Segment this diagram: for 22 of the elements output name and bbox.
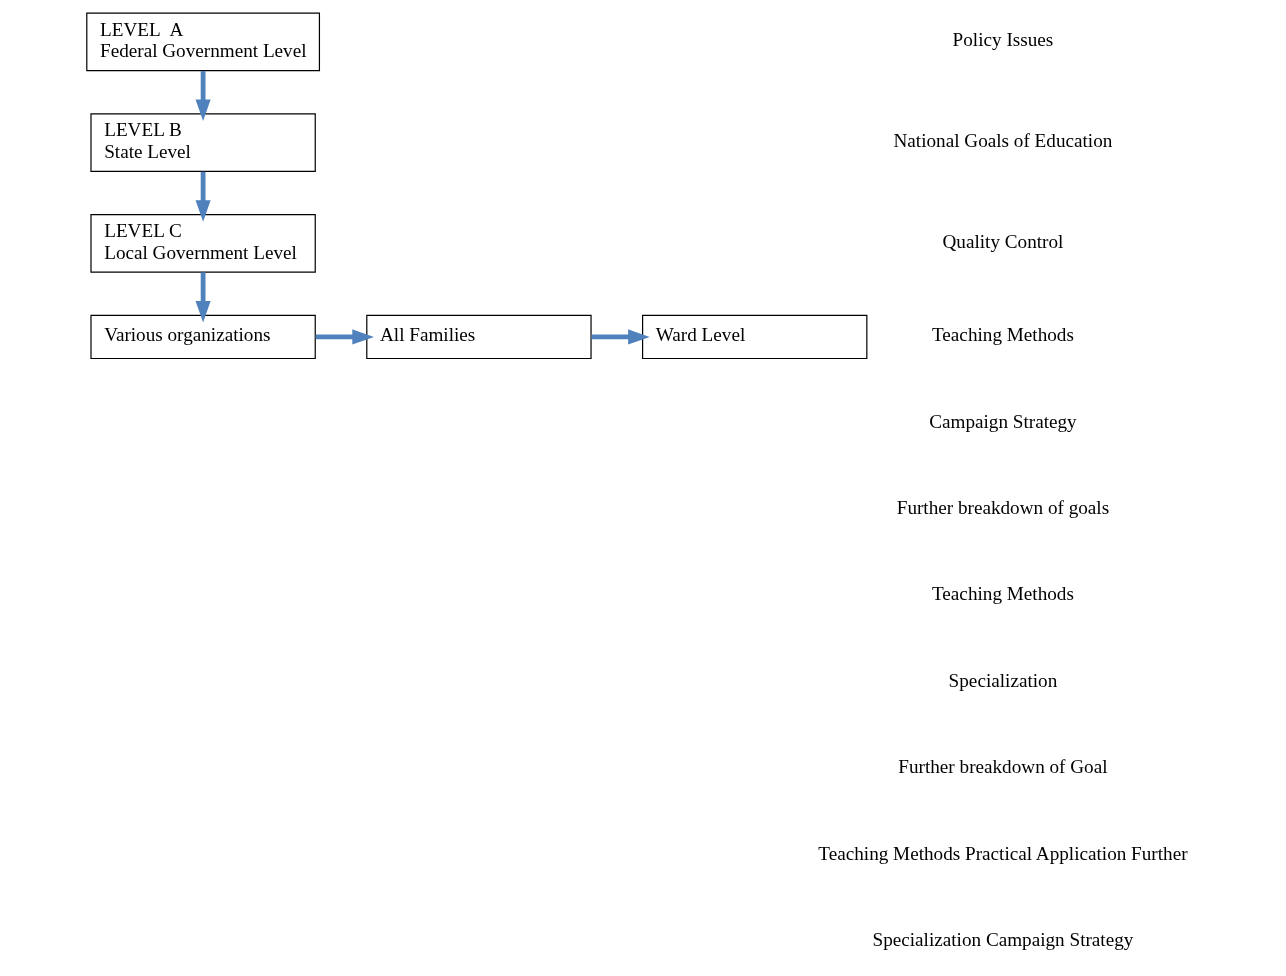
node-box: LEVEL A Federal Government Level — [85, 12, 320, 72]
node-box: LEVEL B State Level — [89, 113, 316, 173]
label: Further breakdown of Goal — [897, 756, 1108, 778]
arrow — [195, 171, 211, 222]
label: Quality Control — [942, 230, 1063, 252]
label: Specialization Campaign Strategy — [872, 928, 1133, 950]
arrow — [591, 329, 650, 345]
node-box: LEVEL C Local Government Level — [89, 214, 316, 273]
arrow — [195, 71, 211, 122]
label: Policy Issues — [952, 29, 1053, 51]
label: Teaching Methods Practical Application Further — [817, 842, 1188, 864]
node-box: All Families — [365, 314, 592, 360]
node-box: Various organizations — [89, 314, 316, 360]
label: Specialization — [948, 669, 1057, 691]
label: Further breakdown of goals — [896, 497, 1109, 519]
label: National Goals of Education — [893, 130, 1112, 152]
label: Teaching Methods — [931, 324, 1074, 346]
label: Teaching Methods — [931, 583, 1074, 605]
node-box: Ward Level — [641, 314, 867, 360]
arrow — [315, 329, 374, 345]
arrow — [195, 272, 211, 323]
label: Campaign Strategy — [928, 410, 1077, 432]
